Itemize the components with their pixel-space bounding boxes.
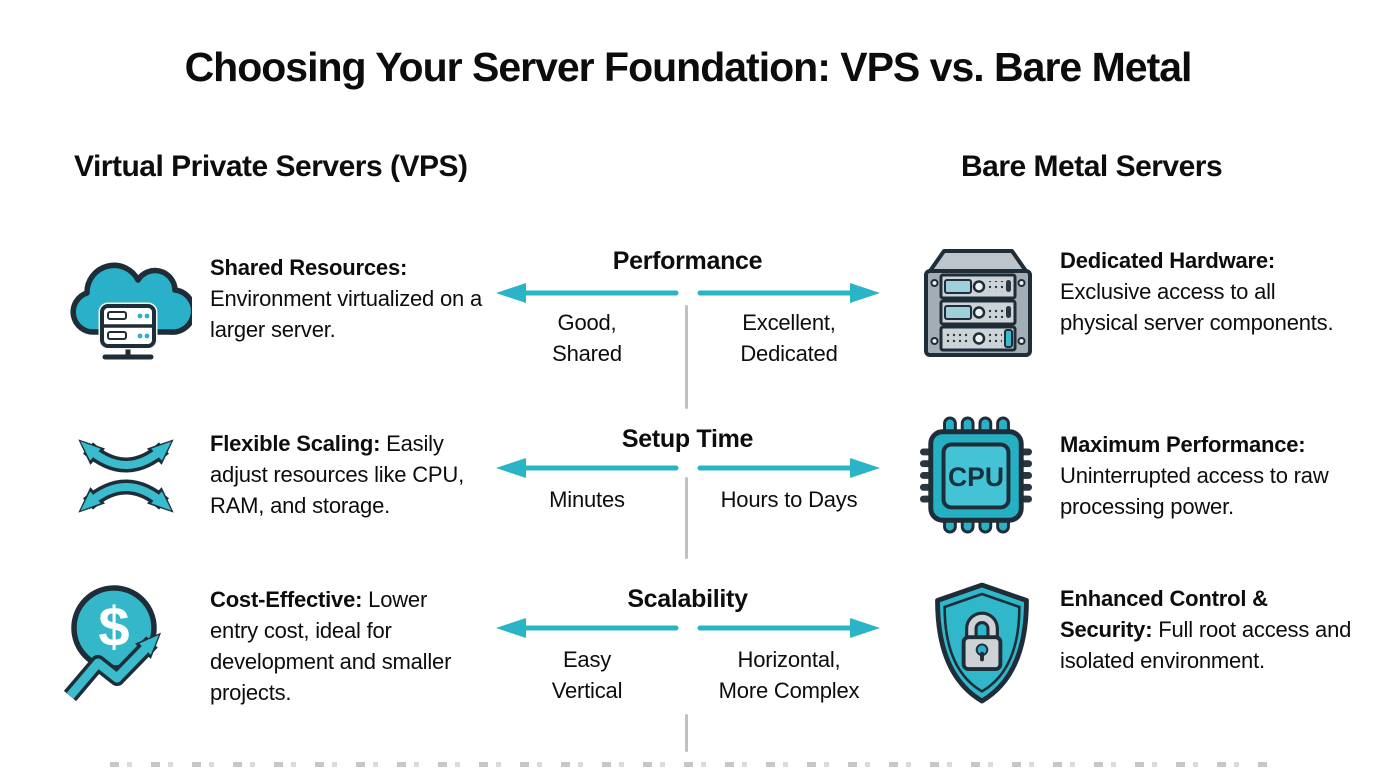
vps-feature-flexible-scaling: Flexible Scaling: Easily adjust resource…	[210, 428, 485, 521]
server-rack-icon	[910, 243, 1044, 368]
comparison-label-performance: Performance	[612, 247, 763, 275]
divider-line	[685, 305, 688, 409]
cpu-chip-icon: CPU	[912, 416, 1040, 539]
bm-feature-enhanced-control-security: Enhanced Control & Security: Full root a…	[1060, 583, 1355, 676]
comparison-label-setup-time: Setup Time	[621, 425, 754, 453]
feature-term: Cost-Effective:	[210, 587, 363, 612]
vps-setup-time-value: Minutes	[549, 487, 625, 512]
comparison-label-scalability: Scalability	[627, 585, 748, 613]
feature-term: Maximum Performance:	[1060, 432, 1306, 457]
cropped-caption-remnant	[110, 762, 1270, 767]
bare-metal-column-header: Bare Metal Servers	[961, 150, 1223, 183]
svg-text:CPU: CPU	[948, 462, 1004, 492]
left-arrow-icon	[496, 458, 679, 478]
feature-term: Enhanced Control & Security:	[1060, 586, 1268, 642]
left-arrow-icon	[496, 283, 679, 303]
scaling-arrows-icon	[64, 416, 188, 539]
feature-description: Environment virtualized on a larger serv…	[210, 286, 482, 342]
right-arrow-icon	[697, 618, 880, 638]
feature-description: Exclusive access to all physical server …	[1060, 279, 1334, 335]
feature-description: Uninterrupted access to raw processing p…	[1060, 463, 1329, 519]
vps-scalability-value: Easy Vertical	[551, 647, 623, 703]
feature-description: Lower entry cost, ideal for development …	[210, 587, 452, 705]
divider-line	[685, 714, 688, 752]
bm-feature-dedicated-hardware: Dedicated Hardware: Exclusive access to …	[1060, 245, 1355, 338]
bare-metal-setup-time-value: Hours to Days	[720, 487, 858, 512]
bare-metal-performance-value: Excellent, Dedicated	[740, 310, 838, 366]
bm-feature-maximum-performance: Maximum Performance: Uninterrupted acces…	[1060, 429, 1355, 522]
vps-performance-value: Good, Shared	[552, 310, 622, 366]
dollar-growth-icon: $	[60, 578, 186, 717]
vps-feature-cost-effective: Cost-Effective: Lower entry cost, ideal …	[210, 584, 470, 708]
right-arrow-icon	[697, 283, 880, 303]
feature-term: Shared Resources:	[210, 255, 408, 280]
vps-feature-shared-resources: Shared Resources: Environment virtualize…	[210, 252, 485, 345]
left-arrow-icon	[496, 618, 679, 638]
shield-lock-icon	[924, 578, 1040, 713]
right-arrow-icon	[697, 458, 880, 478]
feature-term: Flexible Scaling:	[210, 431, 381, 456]
vps-column-header: Virtual Private Servers (VPS)	[74, 150, 468, 183]
feature-description: Easily adjust resources like CPU, RAM, a…	[210, 431, 465, 518]
page-title: Choosing Your Server Foundation: VPS vs.…	[184, 44, 1193, 90]
cloud-server-icon	[60, 246, 197, 373]
feature-description: Full root access and isolated environmen…	[1060, 617, 1352, 673]
divider-line	[685, 477, 688, 559]
svg-text:$: $	[98, 595, 129, 658]
feature-term: Dedicated Hardware:	[1060, 248, 1276, 273]
bare-metal-scalability-value: Horizontal, More Complex	[718, 647, 860, 703]
